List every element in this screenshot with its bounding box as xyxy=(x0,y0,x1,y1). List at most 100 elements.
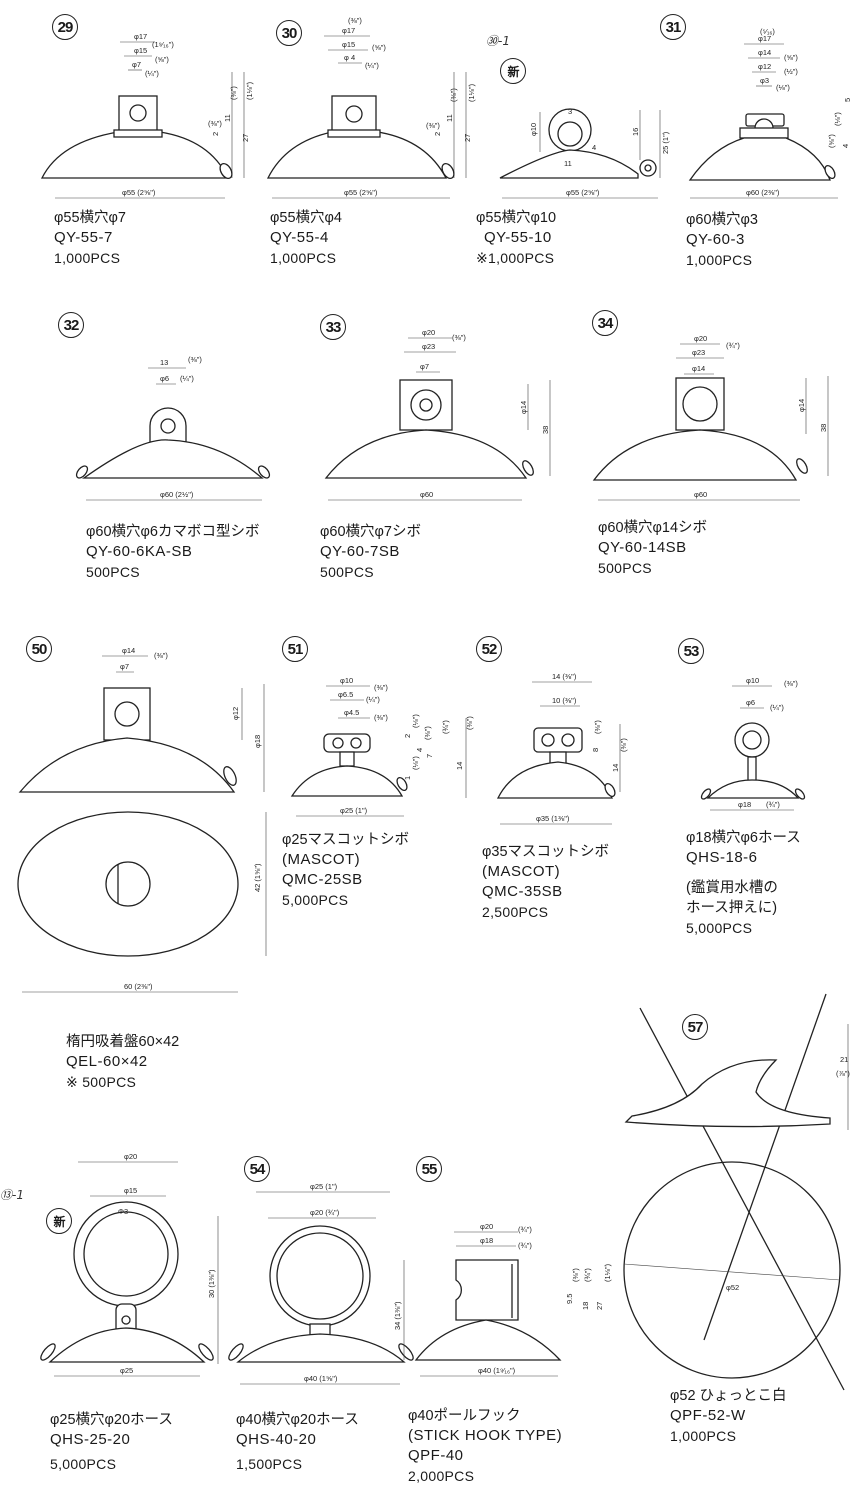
product-55: 55 φ20(¾") φ18(¾") 9.5 (⅜") 18 (¾") 27 (… xyxy=(393,1140,620,1490)
dim-label: (¼") xyxy=(770,703,784,712)
dim-label: φ17 xyxy=(134,32,147,41)
caption: 楕円吸着盤60×42 QEL-60×42 ※ 500PCS xyxy=(66,1032,179,1092)
product-53-1: ⑬-1 新 φ20 φ15 Φ3 φ25 φ25横穴φ20ホース QHS-25-… xyxy=(0,1140,220,1480)
dim-label: φ55 (2⅝") xyxy=(566,188,600,197)
suction-cup-drawing: φ20(¾") φ23 φ14 φ14 38 φ60 xyxy=(592,334,829,501)
dim-label: φ17 xyxy=(342,26,355,35)
dim-label: (⅜") xyxy=(619,738,628,752)
product-51: 51 φ10(⅜") φ6.5(¼") φ4.5(⅜") 2 (⅛") 4 (⅜… xyxy=(270,628,474,918)
dim-label: 27 xyxy=(463,134,472,142)
dim-label: φ52 xyxy=(726,1283,739,1292)
dim-label: (¼") xyxy=(180,374,194,383)
dim-label: φ7 xyxy=(120,662,129,671)
dim-label: φ40 (1⁹⁄₁₆") xyxy=(478,1366,516,1375)
dim-label: (½") xyxy=(784,67,798,76)
dim-label: (⅜") xyxy=(426,121,440,130)
dim-label: φ17 xyxy=(758,34,771,43)
caption: φ60横穴φ14シボ QY-60-14SB 500PCS xyxy=(598,518,707,578)
dim-label: (⅜") xyxy=(423,726,432,740)
dim-label: (⅛") xyxy=(776,83,790,92)
dim-label: 25 (1") xyxy=(661,131,670,154)
dim-label: (¾") xyxy=(583,1268,592,1282)
dim-label: 14 (⅜") xyxy=(552,672,577,681)
dim-label: φ14 xyxy=(519,401,528,414)
caption: φ55横穴φ10 QY-55-10 ※1,000PCS xyxy=(476,208,556,268)
product-qty: ※ 500PCS xyxy=(66,1074,137,1090)
product-52: 52 14 (⅜") 10 (⅜") 8 (⅜") 14 (⅜") φ35 (1… xyxy=(470,628,670,928)
dim-label: 42 (1⅝") xyxy=(253,863,262,892)
dim-label: 4 xyxy=(841,144,850,148)
dim-label: (⅜") xyxy=(208,119,222,128)
suction-cup-drawing: φ20(¾") φ18(¾") 9.5 (⅜") 18 (¾") 27 (1⅛"… xyxy=(393,1222,612,1377)
product-code: QHS-18-6 xyxy=(686,849,758,866)
dim-label: 16 xyxy=(631,128,640,136)
dim-label: (¾") xyxy=(766,800,780,809)
caption: φ55横穴φ4 QY-55-4 1,000PCS xyxy=(270,208,342,268)
caption: φ40ポールフック (STICK HOOK TYPE) QPF-40 2,000… xyxy=(408,1406,562,1486)
dim-label: (⁵⁄₁₆) xyxy=(760,27,775,36)
dim-label: 11 xyxy=(564,159,572,168)
dim-label: (¾") xyxy=(518,1225,532,1234)
suction-cup-drawing: (⁵⁄₁₆) φ17 φ14(⅝") φ12(½") φ3(⅛") 5 (⅛")… xyxy=(688,27,852,199)
dim-label: (1⁹⁄₁₆") xyxy=(152,40,174,49)
dim-label: 14 xyxy=(455,762,464,770)
product-qty: 5,000PCS xyxy=(686,920,753,936)
product-qty: 1,000PCS xyxy=(686,252,753,268)
product-code: QY-60-3 xyxy=(686,231,745,248)
product-note: ホース押えに) xyxy=(686,900,778,916)
product-qty: 2,000PCS xyxy=(408,1468,475,1484)
caption: φ18横穴φ6ホース QHS-18-6 (鑑賞用水槽の ホース押えに) 5,00… xyxy=(686,828,801,938)
dim-label: φ20 xyxy=(124,1152,137,1161)
dim-label: 5 xyxy=(843,98,852,102)
dim-label: (¼") xyxy=(365,61,379,70)
product-name: φ25マスコットシボ xyxy=(282,832,410,848)
product-name-sub: (STICK HOOK TYPE) xyxy=(408,1427,563,1444)
dim-label: (⅜") xyxy=(571,1268,580,1282)
handwritten-note: ⑬-1 xyxy=(0,1188,24,1202)
dim-label: (⅜") xyxy=(449,88,458,102)
product-name: φ60横穴φ3 xyxy=(686,212,758,228)
dim-label: (¼") xyxy=(366,695,380,704)
product-qty: 5,000PCS xyxy=(50,1456,117,1472)
dim-label: 34 (1⅜") xyxy=(393,1301,402,1330)
product-code: QPF-52-W xyxy=(670,1407,746,1424)
suction-cup-drawing: (⅜") φ17 φ15(⅝") φ 4(¼") (⅜") (1⅛") 11 2… xyxy=(266,16,476,199)
product-name-sub: (MASCOT) xyxy=(482,863,561,880)
caption: φ55横穴φ7 QY-55-7 1,000PCS xyxy=(54,208,126,268)
dim-label: φ20 xyxy=(480,1222,493,1231)
product-qty: 1,000PCS xyxy=(270,250,337,266)
dim-label: φ60 xyxy=(694,490,707,499)
product-qty: 500PCS xyxy=(320,564,374,580)
product-30: 30 (⅜") φ17 φ15(⅝") φ 4(¼") (⅜") (1⅛") 1… xyxy=(220,0,480,290)
caption: φ35マスコットシボ (MASCOT) QMC-35SB 2,500PCS xyxy=(482,842,609,922)
caption: φ25横穴φ20ホース QHS-25-20 5,000PCS xyxy=(50,1410,173,1474)
dim-label: φ40 (1⅝") xyxy=(304,1374,338,1383)
product-name: φ60横穴φ6カマボコ型シボ xyxy=(86,524,260,540)
item-number-badge: 54 xyxy=(244,1156,270,1182)
dim-label: 27 xyxy=(241,134,250,142)
dim-label: 7 xyxy=(425,754,434,758)
item-number-badge: 52 xyxy=(476,636,502,662)
dim-label: φ10 xyxy=(340,676,353,685)
handwritten-note: ㉚-1 xyxy=(486,34,510,48)
item-number-badge: 53 xyxy=(678,638,704,664)
dim-label: (1⅛") xyxy=(467,83,476,102)
dim-label: 1 xyxy=(403,776,412,780)
dim-label: φ23 xyxy=(422,342,435,351)
product-qty: 500PCS xyxy=(598,560,652,576)
caption: φ60横穴φ3 QY-60-3 1,000PCS xyxy=(686,210,758,270)
caption: φ25マスコットシボ (MASCOT) QMC-25SB 5,000PCS xyxy=(282,830,409,910)
product-name: φ55横穴φ7 xyxy=(54,210,126,226)
caption: φ60横穴φ6カマボコ型シボ QY-60-6KA-SB 500PCS xyxy=(86,522,260,582)
product-31: 31 (⁵⁄₁₆) φ17 φ14(⅝") φ12(½") φ3(⅛") 5 (… xyxy=(660,0,864,290)
suction-cup-drawing: φ17(1⁹⁄₁₆") φ15(⅝") φ7(¼") (⅜") (1⅛") 11… xyxy=(40,32,254,199)
product-name: φ60横穴φ14シボ xyxy=(598,520,708,536)
product-qty: 1,000PCS xyxy=(54,250,121,266)
product-name: φ55横穴φ10 xyxy=(476,210,557,226)
product-32: 32 13(⅜") φ6(¼") φ60 (2½") φ60横穴φ6カマボコ型シ… xyxy=(0,300,300,600)
dim-label: (⅝") xyxy=(827,134,836,148)
item-number-badge: 30 xyxy=(276,20,302,46)
item-number-badge: 50 xyxy=(26,636,52,662)
new-badge: 新 xyxy=(46,1208,72,1234)
caption: φ40横穴φ20ホース QHS-40-20 1,500PCS xyxy=(236,1410,359,1474)
